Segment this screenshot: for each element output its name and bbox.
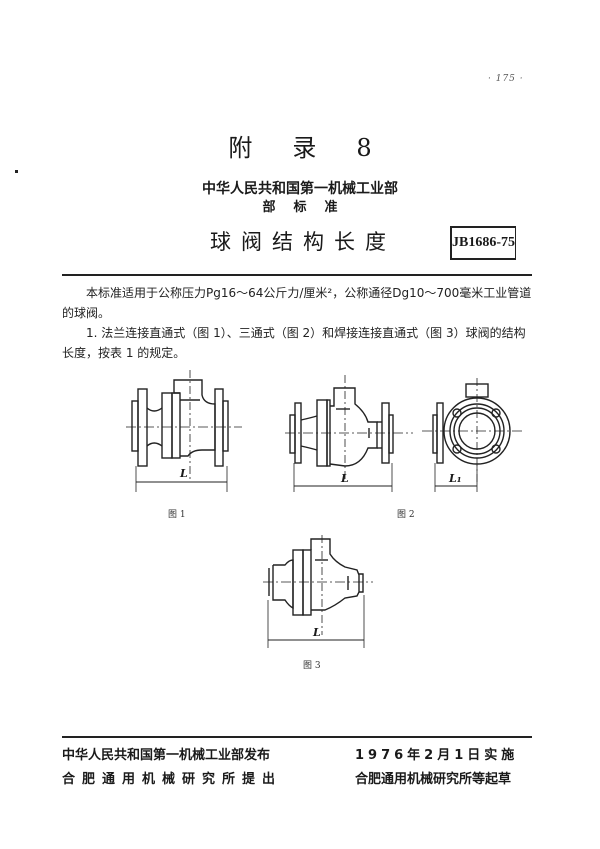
- figure-2: L L₁ 图 2: [285, 370, 525, 520]
- fig3-caption: 图 3: [303, 661, 321, 671]
- document-title: 球阀结构长度: [210, 230, 396, 254]
- fig2-dimension-label: L: [341, 472, 349, 485]
- figure-3: L 图 3: [255, 530, 385, 675]
- drafter: 合肥通用机械研究所等起草: [355, 772, 512, 787]
- header-divider: [62, 274, 532, 276]
- appendix-char-1: 附: [228, 134, 253, 162]
- effective-date: 1976年2月1日实施: [355, 748, 519, 763]
- standard-code-box: JB1686-75: [450, 226, 516, 260]
- appendix-number: 8: [356, 134, 372, 162]
- footer-divider: [62, 736, 532, 738]
- fig1-caption: 图 1: [168, 510, 186, 520]
- appendix-heading: 附 录 8: [0, 128, 600, 163]
- ministry-name: 中华人民共和国第一机械工业部: [202, 181, 398, 197]
- fig2-caption: 图 2: [397, 510, 415, 520]
- appendix-char-2: 录: [292, 134, 317, 162]
- scope-paragraph: 本标准适用于公称压力Pg16～64公斤力/厘米²，公称通径Dg10～700毫米工…: [62, 286, 532, 320]
- fig3-dimension-label: L: [313, 626, 321, 639]
- fig2-side-dimension-label: L₁: [449, 472, 462, 485]
- page-number: · 175 ·: [488, 74, 524, 84]
- scan-mark: [15, 170, 18, 173]
- welded-straight-valve-drawing: [263, 535, 373, 648]
- standard-type: 部标准: [262, 200, 356, 215]
- issuer: 中华人民共和国第一机械工业部发布: [62, 748, 271, 763]
- three-way-valve-drawing: [285, 375, 523, 492]
- proposer: 合肥通用机械研究所提出: [62, 772, 283, 787]
- fig1-dimension-label: L: [180, 467, 188, 480]
- figure-1: L 图 1: [120, 370, 250, 520]
- clause-1-paragraph: 1. 法兰连接直通式（图 1）、三通式（图 2）和焊接连接直通式（图 3）球阀的…: [62, 326, 526, 360]
- flanged-straight-valve-drawing: [126, 370, 242, 492]
